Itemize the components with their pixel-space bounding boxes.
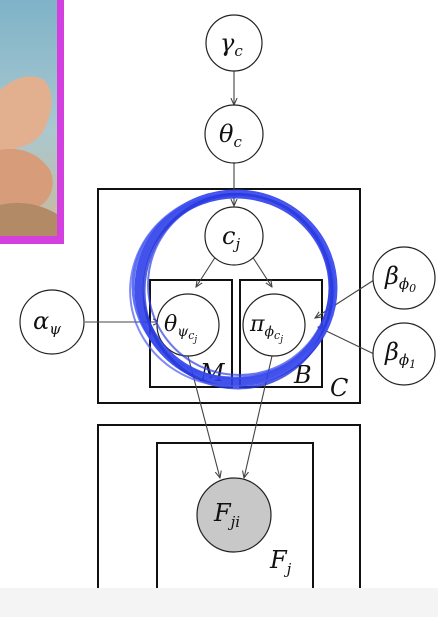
highlight-scribble-circle xyxy=(129,189,338,390)
svg-text:πϕcj: πϕcj xyxy=(249,312,283,345)
svg-text:γc: γc xyxy=(220,29,243,60)
svg-text:cj: cj xyxy=(222,222,240,253)
plate-B-label: B xyxy=(293,361,312,389)
edge-beta1-piphi xyxy=(318,327,375,355)
edge-beta0-piphi xyxy=(315,279,375,318)
node-beta-phi0: βϕ0 xyxy=(372,246,436,310)
plate-V xyxy=(97,424,361,617)
plate-C-label: C xyxy=(330,374,348,402)
edge-c-piphi xyxy=(251,255,272,287)
node-pi-phi-cj: πϕcj xyxy=(242,293,306,357)
svg-text:Fji: Fji xyxy=(213,499,240,531)
edge-c-thetapsi xyxy=(196,255,217,287)
svg-text:βϕ1: βϕ1 xyxy=(384,338,416,371)
node-theta-c: θc xyxy=(204,104,264,164)
bottom-gray-strip xyxy=(0,588,438,617)
node-c-j: cj xyxy=(204,206,264,266)
plate-Fj-label: Fj xyxy=(269,546,292,578)
svg-text:θc: θc xyxy=(219,120,242,151)
plate-C xyxy=(97,188,361,404)
node-F-ji: Fji xyxy=(196,477,272,553)
svg-text:θψcj: θψcj xyxy=(164,312,197,345)
photo-thumbnail xyxy=(0,0,64,244)
svg-text:βϕ0: βϕ0 xyxy=(384,262,416,295)
node-alpha-psi: αψ xyxy=(19,289,85,355)
node-gamma-c: γc xyxy=(205,14,263,72)
svg-text:αψ: αψ xyxy=(33,307,61,338)
node-theta-psi-cj: θψcj xyxy=(156,293,220,357)
node-beta-phi1: βϕ1 xyxy=(372,322,436,386)
